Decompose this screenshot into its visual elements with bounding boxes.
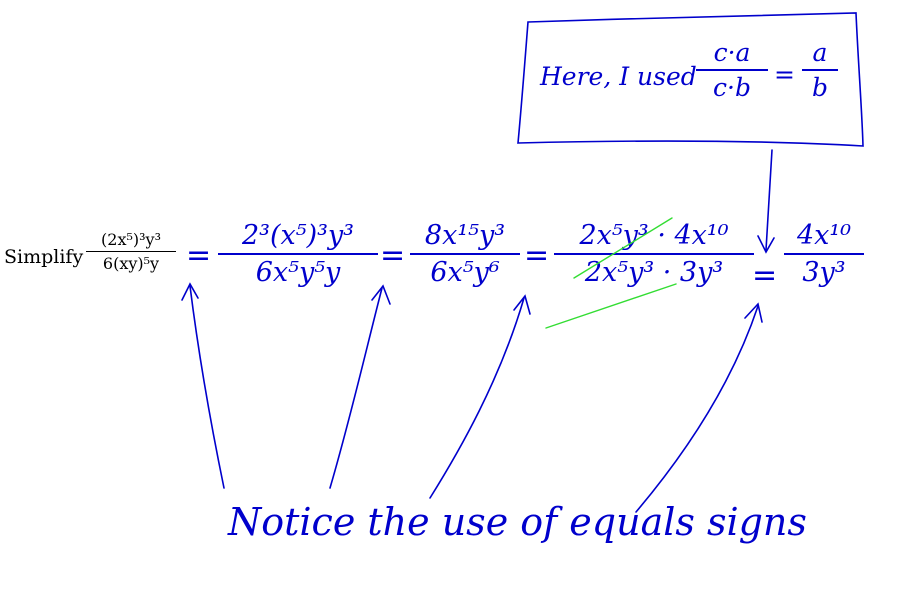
step-4-numerator: 4x¹⁰ [796,220,852,251]
fraction-bar [218,253,378,255]
cancel-strokes [545,217,677,329]
callout-equals-sign: = [774,60,795,89]
step-3-fraction: 2x⁵y³ · 4x¹⁰ 2x⁵y³ · 3y³ [554,220,754,288]
step-2-fraction: 8x¹⁵y³ 6x⁵y⁶ [410,220,520,288]
step-3-numerator: 2x⁵y³ · 4x¹⁰ [579,220,729,251]
callout-box [517,12,864,147]
fraction-bar [86,251,176,252]
fraction-bar [410,253,520,255]
pointer-arrows [181,282,763,513]
step-1-denominator: 6x⁵y⁵y [255,257,341,288]
step-3-denominator: 2x⁵y³ · 3y³ [584,257,724,288]
step-2-numerator: 8x¹⁵y³ [424,220,506,251]
problem-numerator: (2x⁵)³y³ [101,230,161,249]
equals-sign-4: = [752,258,778,293]
problem: Simplify (2x⁵)³y³ 6(xy)⁵y [4,226,184,296]
callout-left-numerator: c·a [713,38,751,67]
fraction-bar [696,69,768,71]
equals-sign-1: = [186,238,212,273]
callout-right-denominator: b [811,73,828,102]
callout-right-fraction: a b [802,38,838,102]
step-2-denominator: 6x⁵y⁶ [430,257,500,288]
callout-left-fraction: c·a c·b [696,38,768,102]
problem-fraction: (2x⁵)³y³ 6(xy)⁵y [86,230,176,273]
callout-right-numerator: a [812,38,828,67]
callout-left-denominator: c·b [713,73,751,102]
step-4-denominator: 3y³ [802,257,846,288]
problem-denominator: 6(xy)⁵y [102,254,160,273]
equals-sign-3: = [524,238,550,273]
step-1-fraction: 2³(x⁵)³y³ 6x⁵y⁵y [218,220,378,288]
step-4-fraction: 4x¹⁰ 3y³ [784,220,864,288]
callout-text: Here, I used [540,62,697,91]
callout-pointer-arrow [757,149,775,254]
fraction-bar [554,253,754,255]
step-1-numerator: 2³(x⁵)³y³ [241,220,355,251]
callout: Here, I used c·a c·b = a b [520,20,860,145]
bottom-note: Notice the use of equals signs [228,500,807,544]
instruction-label: Simplify [4,246,84,268]
equals-sign-2: = [380,238,406,273]
fraction-bar [802,69,838,71]
fraction-bar [784,253,864,255]
